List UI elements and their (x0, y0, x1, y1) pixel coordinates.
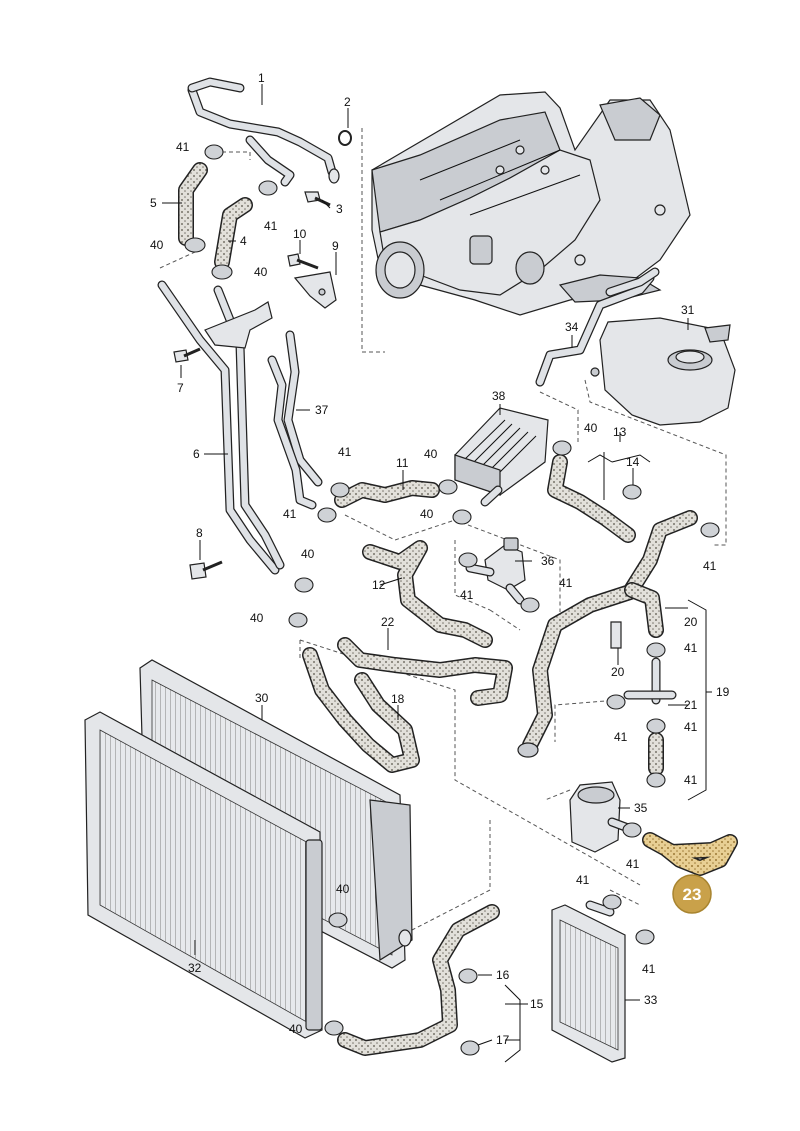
highlight-badge-circle (672, 874, 712, 914)
callout-41-a: 41 (176, 140, 190, 154)
callout-41-b: 41 (264, 219, 278, 233)
callout-36: 36 (541, 554, 555, 568)
part-31-expansion-tank (590, 317, 736, 426)
callout-20-right: 20 (684, 615, 698, 629)
callout-9: 9 (332, 239, 339, 253)
callout-31: 31 (681, 303, 695, 317)
part-34-pipe (535, 267, 660, 387)
callout-41-k: 41 (684, 773, 698, 787)
part-5-hose (178, 162, 208, 246)
callout-41-d: 41 (283, 507, 297, 521)
part-1-coolant-pipe (187, 77, 340, 187)
callout-15: 15 (530, 997, 544, 1011)
callout-40-c: 40 (424, 447, 438, 461)
callout-13: 13 (613, 425, 627, 439)
callout-2: 2 (344, 95, 351, 109)
callout-12: 12 (372, 578, 386, 592)
callout-40-b: 40 (254, 265, 268, 279)
callout-labels: 1 2 3 4 5 6 7 8 9 10 11 12 13 14 15 16 1… (150, 71, 730, 1047)
part-19-hose-assembly (610, 621, 677, 776)
callout-16: 16 (496, 968, 510, 982)
callout-3: 3 (336, 202, 343, 216)
callout-41-l: 41 (626, 857, 640, 871)
part-37-coolant-pipe (267, 330, 323, 510)
callout-37: 37 (315, 403, 329, 417)
callout-34: 34 (565, 320, 579, 334)
highlight-badge-23[interactable]: 23 (672, 874, 712, 914)
callout-41-h: 41 (684, 641, 698, 655)
callout-40-d: 40 (420, 507, 434, 521)
part-12-hose (362, 540, 493, 648)
callout-18: 18 (391, 692, 405, 706)
callout-40-g: 40 (250, 611, 264, 625)
callout-5: 5 (150, 196, 157, 210)
callout-40-f: 40 (301, 547, 315, 561)
part-32-condenser (84, 711, 323, 1039)
group-brackets (504, 454, 712, 1063)
part-33-auxiliary-radiator (551, 900, 626, 1063)
callout-33: 33 (644, 993, 658, 1007)
callout-11: 11 (396, 456, 409, 470)
callout-41-i: 41 (684, 720, 698, 734)
part-9-bracket (293, 271, 337, 309)
callout-40-a: 40 (150, 238, 164, 252)
callout-22: 22 (381, 615, 395, 629)
callout-7: 7 (177, 381, 184, 395)
hose-clamps (184, 144, 720, 1056)
part-3-bolt (304, 191, 331, 207)
part-7-bolt (173, 347, 201, 363)
callout-41-g: 41 (559, 576, 573, 590)
callout-21: 21 (684, 698, 698, 712)
callout-17: 17 (496, 1033, 510, 1047)
callout-10: 10 (293, 227, 307, 241)
supercharger-engine-part (371, 91, 691, 316)
callout-41-f: 41 (460, 588, 474, 602)
callout-4: 4 (240, 234, 247, 248)
callout-40-h: 40 (336, 882, 350, 896)
part-18-hose (302, 647, 420, 773)
part-13-hose (547, 454, 636, 543)
callout-40-i: 40 (289, 1022, 303, 1036)
highlight-badge-label: 23 (683, 885, 702, 904)
callout-40-e: 40 (584, 421, 598, 435)
part-36-valve (465, 537, 526, 605)
part-10-bolt (287, 253, 319, 270)
part-35-coolant-pump (569, 781, 633, 853)
callout-38: 38 (492, 389, 506, 403)
callout-41-j: 41 (614, 730, 628, 744)
callout-8: 8 (196, 526, 203, 540)
callout-41-e: 41 (703, 559, 717, 573)
hose-right-main (517, 510, 698, 758)
callout-20-left: 20 (611, 665, 625, 679)
callout-30: 30 (255, 691, 269, 705)
callout-19: 19 (716, 685, 730, 699)
part-23-hose-highlighted[interactable] (642, 832, 738, 876)
callout-41-c: 41 (338, 445, 352, 459)
part-15-hose (337, 904, 500, 1056)
part-22-hose (337, 637, 513, 706)
callout-6: 6 (193, 447, 200, 461)
part-11-hose (334, 480, 440, 508)
callout-1: 1 (258, 71, 265, 85)
callout-14: 14 (626, 455, 640, 469)
part-8-bolt (189, 560, 223, 580)
callout-35: 35 (634, 801, 648, 815)
part-14-clamp (622, 484, 642, 500)
callout-41-n: 41 (642, 962, 656, 976)
part-38-oil-cooler (454, 407, 549, 507)
part-4-hose (214, 197, 253, 270)
callout-32: 32 (188, 961, 202, 975)
part-2-o-ring (338, 130, 352, 146)
callout-41-m: 41 (576, 873, 590, 887)
part-6-coolant-pipe (157, 280, 285, 575)
leader-lines (162, 84, 689, 1046)
